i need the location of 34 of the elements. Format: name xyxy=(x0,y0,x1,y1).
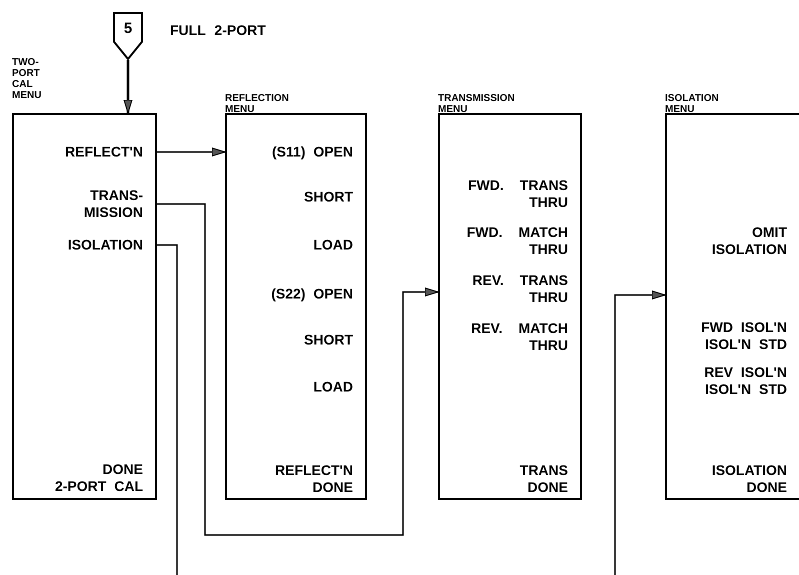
menu-title: TWO-PORT CAL MENU xyxy=(12,57,42,101)
connector-arrow xyxy=(155,244,666,575)
softkey-label: LOAD xyxy=(313,378,365,396)
softkey-label: ISOLATION DONE xyxy=(712,462,799,496)
softkey-label: REFLECT'N DONE xyxy=(275,462,365,496)
softkey-label: REV. xyxy=(471,320,502,337)
softkey-label: REV. xyxy=(472,272,504,289)
softkey-label: TRANS THRU xyxy=(520,177,568,211)
softkey-label: MATCH THRU xyxy=(518,224,568,258)
menu-title: REFLECTION MENU xyxy=(225,93,289,115)
connector-arrow xyxy=(124,60,132,114)
softkey-label: OMIT ISOLATION xyxy=(712,224,799,258)
softkey-symbol: 5 xyxy=(113,12,143,60)
softkey-label: (S22) OPEN xyxy=(255,286,365,302)
connector-arrow xyxy=(155,148,226,156)
menu-title: TRANSMISSION MENU xyxy=(438,93,515,115)
softkey-label: TRANS THRU xyxy=(520,272,568,306)
softkey-label: LOAD xyxy=(313,236,365,254)
softkey-label: (S11) OPEN xyxy=(255,144,365,160)
softkey-label: MATCH THRU xyxy=(518,320,568,354)
softkey-label: ISOLATION xyxy=(68,236,155,254)
softkey-label: SHORT xyxy=(304,188,365,206)
menu-title: ISOLATION MENU xyxy=(665,93,719,115)
softkey-label: REFLECT'N xyxy=(65,144,155,160)
key-caption: FULL 2-PORT xyxy=(170,21,266,40)
softkey-label: FWD. xyxy=(466,224,502,241)
softkey-label: TRANS DONE xyxy=(520,462,580,496)
connector-arrow xyxy=(155,203,438,536)
softkey-label: FWD. xyxy=(468,177,504,194)
softkey-label: TRANS- MISSION xyxy=(84,187,155,221)
softkey-label: FWD ISOL'N ISOL'N STD xyxy=(687,319,799,353)
softkey-label: DONE 2-PORT CAL xyxy=(51,461,155,495)
softkey-label: SHORT xyxy=(304,332,365,348)
softkey-label: REV ISOL'N ISOL'N STD xyxy=(687,364,799,398)
